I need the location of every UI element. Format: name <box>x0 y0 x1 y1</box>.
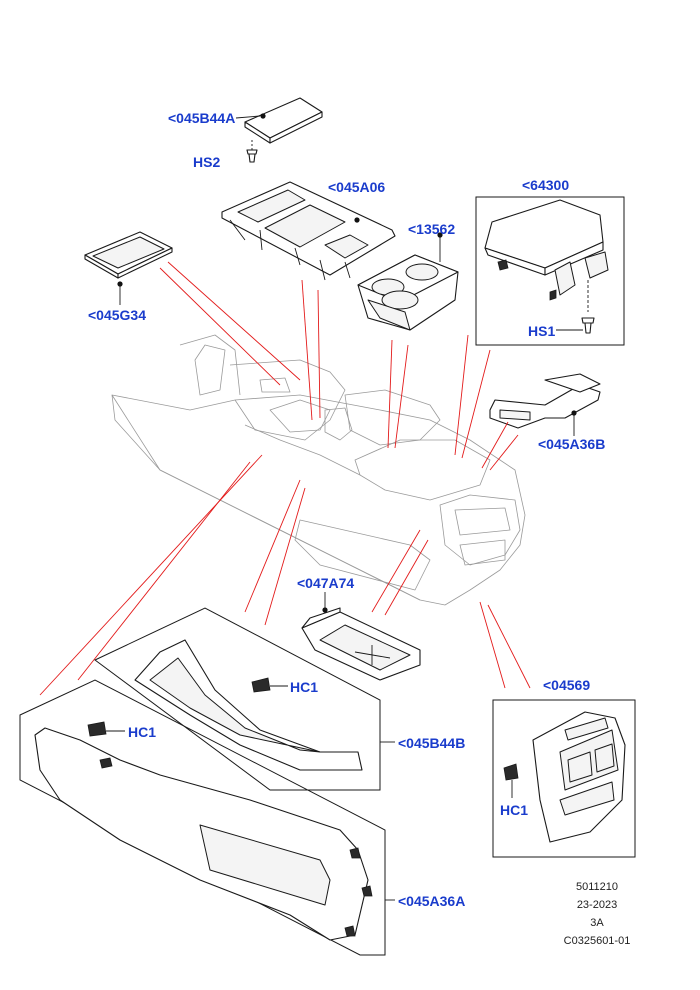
label-04569: <04569 <box>543 677 590 693</box>
screw-hs2-part <box>246 140 258 163</box>
label-045a36b: <045A36B <box>538 436 605 452</box>
ref-line-1: 5011210 <box>576 881 618 893</box>
ref-line-4: C0325601-01 <box>564 935 631 947</box>
reference-block: 5011210 23-2023 3A C0325601-01 <box>564 881 631 947</box>
ref-line-3: 3A <box>590 917 604 929</box>
label-045g34: <045G34 <box>88 307 146 323</box>
label-045b44b: <045B44B <box>398 735 465 751</box>
label-045a06: <045A06 <box>328 179 385 195</box>
center-console-body <box>111 334 526 606</box>
panel-045b44b-box <box>94 607 395 791</box>
label-64300: <64300 <box>522 177 569 193</box>
label-13562: <13562 <box>408 221 455 237</box>
label-hc1-lower: HC1 <box>128 724 156 740</box>
label-hs1: HS1 <box>528 323 555 339</box>
callout-labels: <045B44A HS2 <045A06 <045G34 <13562 <643… <box>88 110 605 909</box>
ref-line-2: 23-2023 <box>577 899 617 911</box>
mat-045g34-part <box>84 231 173 305</box>
label-hc1-upper: HC1 <box>290 679 318 695</box>
bracket-045a36b-part <box>489 373 601 436</box>
cupholder-13562-part <box>357 232 459 331</box>
vent-04569-box <box>492 699 636 858</box>
tray-045a06-part <box>221 181 396 281</box>
label-045a36a: <045A36A <box>398 893 465 909</box>
leader-lines <box>39 261 531 696</box>
panel-045a36a-box <box>19 679 395 956</box>
label-045b44a: <045B44A <box>168 110 235 126</box>
label-hc1-vent: HC1 <box>500 802 528 818</box>
armrest-box <box>475 196 625 346</box>
label-hs2: HS2 <box>193 154 220 170</box>
label-047a74: <047A74 <box>297 575 354 591</box>
tray-047a74-part <box>301 592 421 681</box>
top-cover-part <box>235 97 323 144</box>
